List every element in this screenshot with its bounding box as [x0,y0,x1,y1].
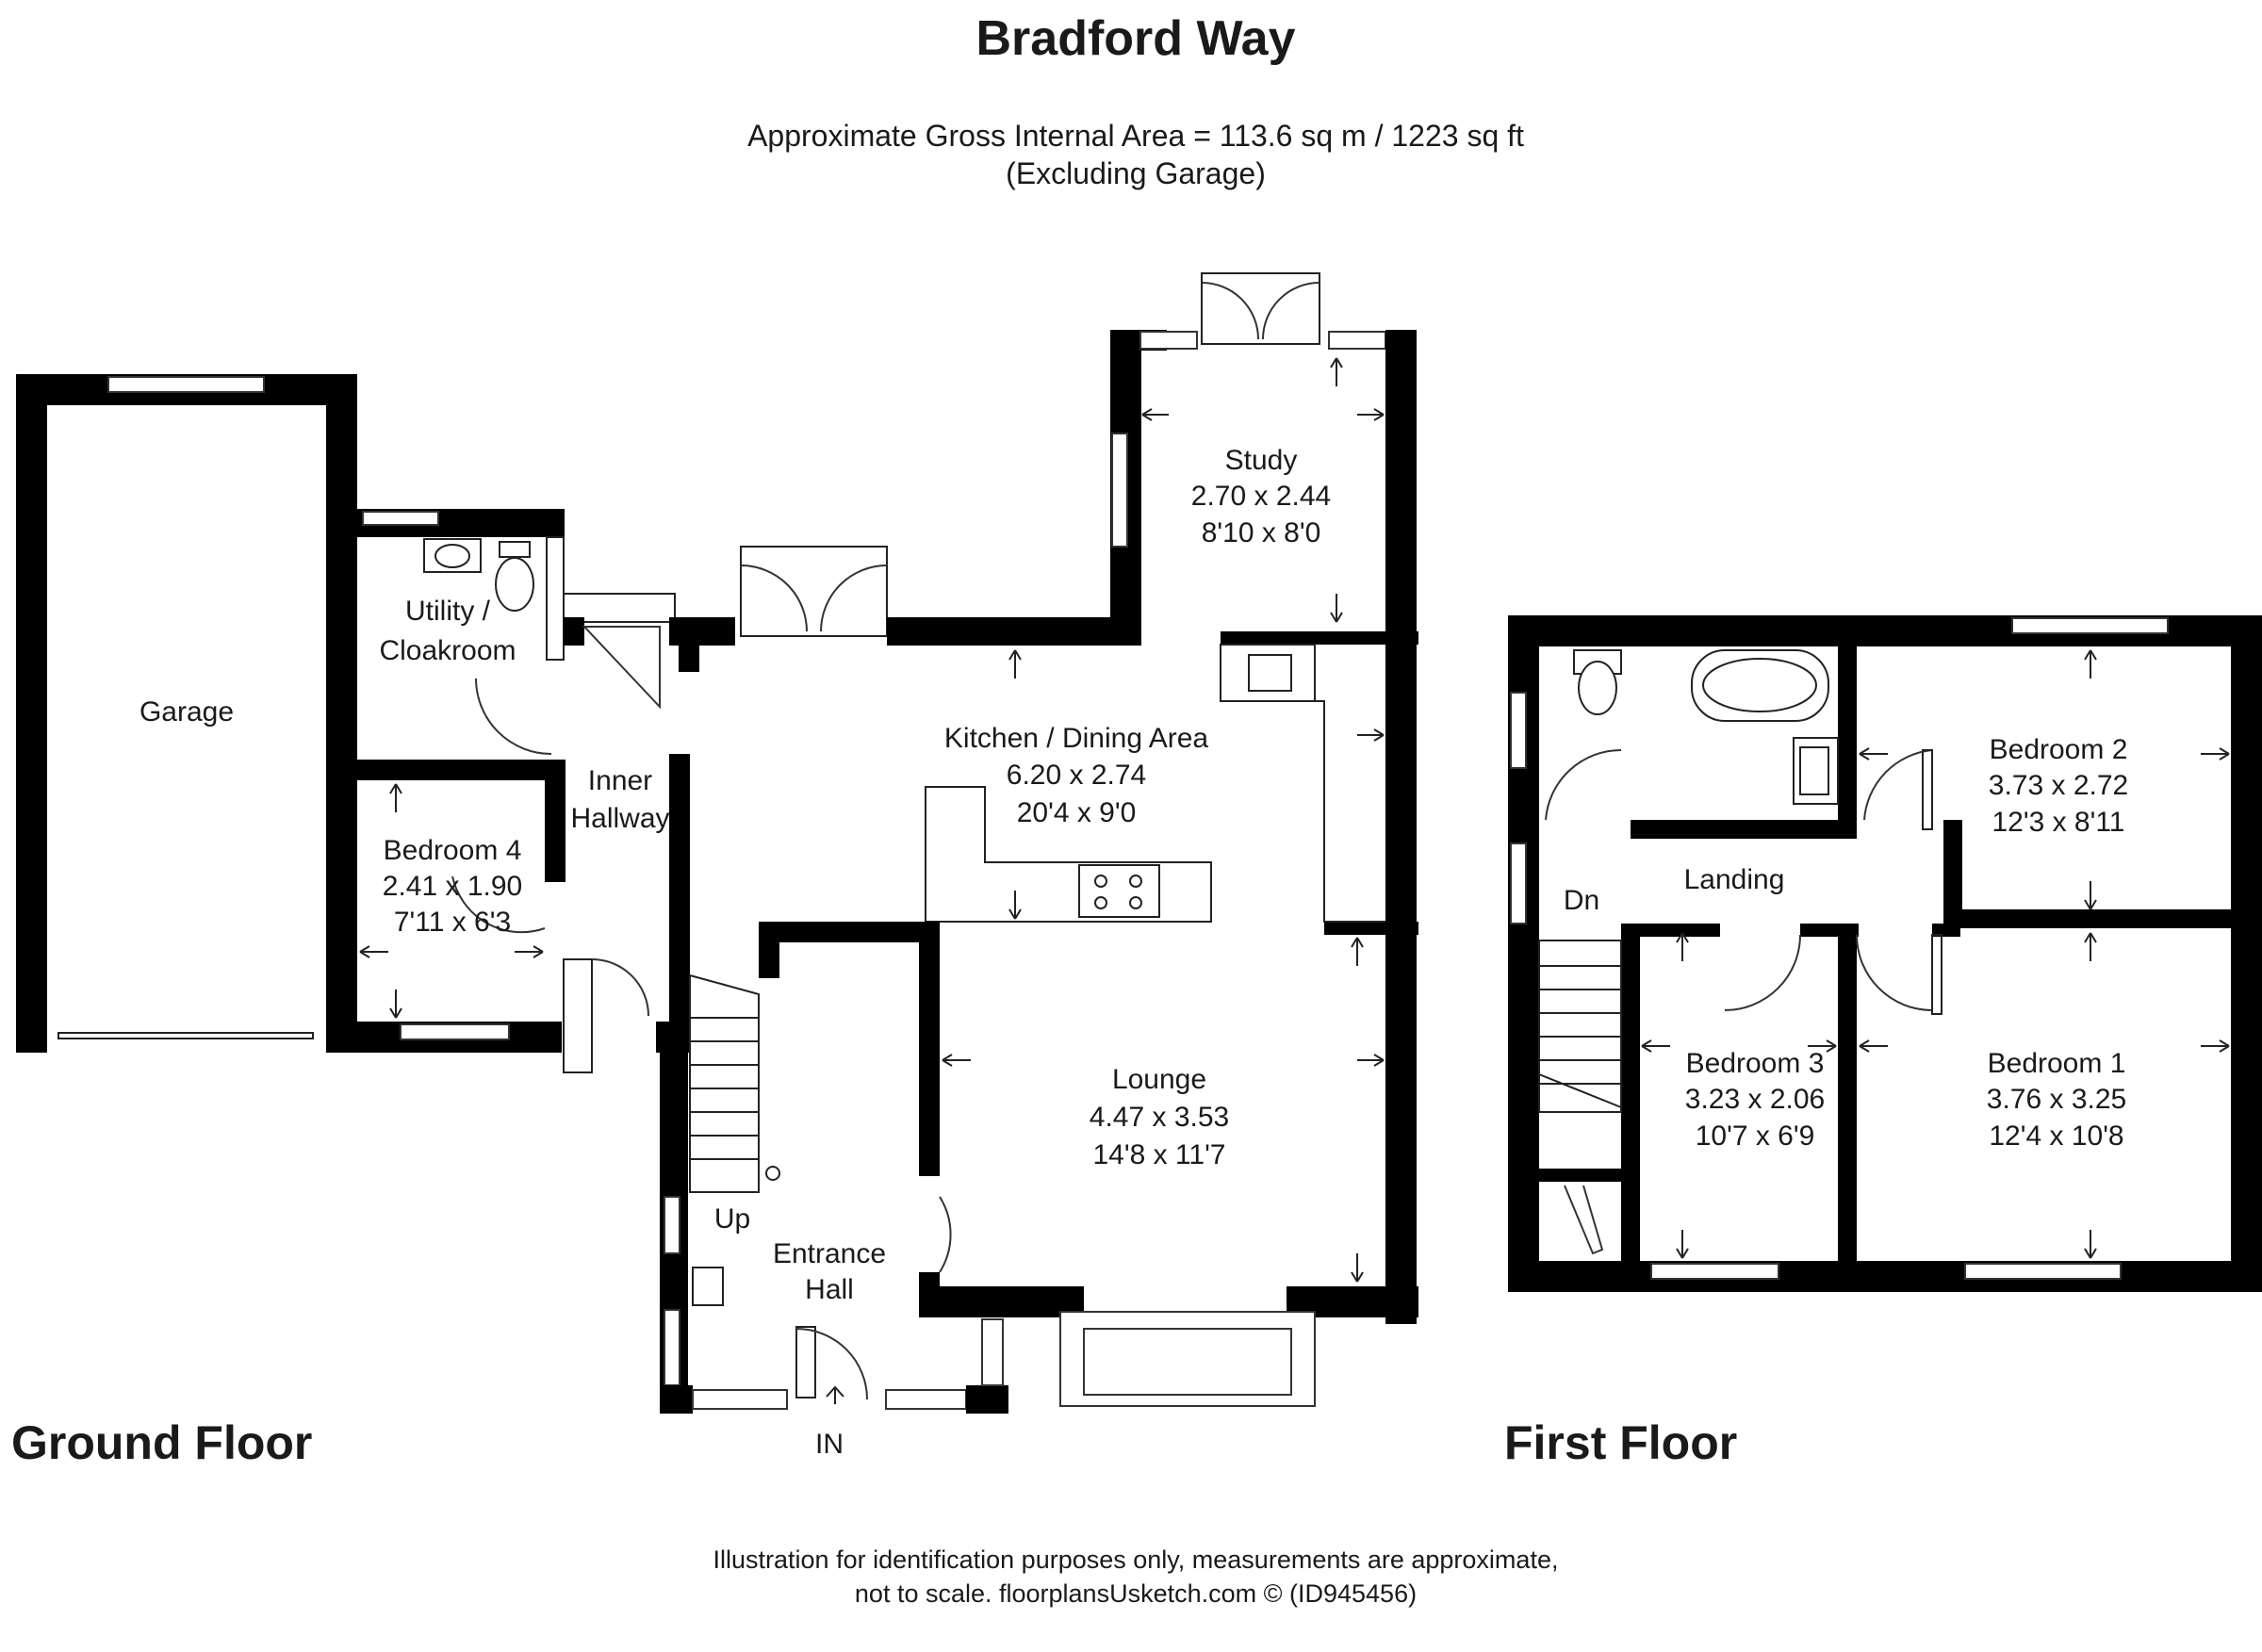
cupboard-door-icon [1564,1185,1604,1255]
bedroom1-metric: 3.76 x 3.25 [1987,1084,2126,1115]
utility-window [362,511,439,526]
study-metric: 2.70 x 2.44 [1191,481,1331,512]
bedroom2-window [2011,617,2169,634]
stairs-down-label: Dn [1564,885,1599,916]
entry-label: IN [815,1429,844,1460]
landing-window [1510,842,1527,924]
entrance-window-left [664,1196,680,1254]
bathroom-window [1510,692,1527,769]
bedroom3-window [1650,1263,1779,1280]
inner-hallway-walls [475,593,690,1073]
first-floor-walls [1508,615,2262,1292]
lounge-name: Lounge [1112,1064,1206,1095]
inner-hallway-label-line2: Hallway [570,803,669,834]
study-window-left [1111,433,1128,548]
utility-door-icon [582,626,661,710]
first-floor-label: First Floor [1504,1416,1737,1469]
hallway-door-icon [591,958,649,1017]
ground-floor-label: Ground Floor [11,1416,312,1469]
bedroom1-name: Bedroom 1 [1988,1048,2126,1079]
hob-icon [1078,864,1160,918]
landing-label: Landing [1684,864,1785,895]
study-name: Study [1225,445,1298,476]
entrance-window-bottom-left [692,1389,788,1410]
front-door-icon [795,1326,816,1398]
bedroom4-door-icon [451,875,546,934]
entrance-window-right [981,1318,1004,1386]
entrance-window-left-lower [664,1309,680,1386]
bedroom3-imperial: 10'7 x 6'9 [1696,1120,1815,1152]
bedroom4-name: Bedroom 4 [384,835,522,866]
utility-label-line2: Cloakroom [379,635,516,666]
bedroom1-imperial: 12'4 x 10'8 [1989,1120,2123,1152]
bedroom4-imperial: 7'11 x 6'3 [394,907,511,938]
first-floor-doors [1545,748,1942,1255]
garage-window [107,376,265,393]
entry-arrow-icon [826,1385,844,1404]
ground-dimension-arrows [359,357,1385,1283]
bedroom3-door-icon [1724,934,1801,1011]
utility-label-line1: Utility / [405,596,491,627]
bedroom2-metric: 3.73 x 2.72 [1989,770,2128,801]
bedroom3-name: Bedroom 3 [1686,1048,1825,1079]
bedroom4-walls [326,760,566,1053]
bedroom4-metric: 2.41 x 1.90 [383,871,522,902]
bedroom3-metric: 3.23 x 2.06 [1685,1084,1825,1115]
plan-title: Bradford Way [976,11,1296,66]
first-dimension-arrows [1641,649,2230,1259]
disclaimer-line2: not to scale. floorplansUsketch.com © (I… [855,1579,1417,1608]
utility-swing-icon [475,678,552,755]
study-window-top-left [1139,331,1198,350]
first-floor-plan: Bedroom 2 3.73 x 2.72 12'3 x 8'11 Landin… [1504,615,2262,1469]
stairs-up-label: Up [714,1203,750,1235]
bedroom1-door-icon [1856,934,1933,1011]
ground-stairs [689,973,780,1193]
kitchen-imperial: 20'4 x 9'0 [1017,797,1137,828]
bathroom-door-icon [1545,748,1622,821]
first-floor-stairs [1538,940,1622,1113]
kitchen-french-door-icon [740,546,888,637]
entrance-label-line2: Hall [805,1274,854,1305]
lounge-entrance-walls [660,922,1418,1414]
lounge-door-icon [939,1196,952,1273]
entrance-label-line1: Entrance [773,1238,886,1269]
bedroom1-window [1964,1263,2122,1280]
kitchen-fittings [925,644,1385,923]
kitchen-metric: 6.20 x 2.74 [1007,760,1146,791]
study-french-door-icon [1201,272,1320,345]
garage-door-icon [57,1032,314,1039]
lounge-imperial: 14'8 x 11'7 [1092,1139,1225,1170]
bedroom2-door-icon [1863,749,1933,821]
bathroom-fittings [1573,649,1839,805]
entrance-window-bottom-right [885,1389,967,1410]
garage-walls [16,374,357,1053]
lounge-metric: 4.47 x 3.53 [1090,1102,1229,1133]
garage-label: Garage [139,696,234,728]
bedroom2-name: Bedroom 2 [1990,734,2128,765]
bedroom2-imperial: 12'3 x 8'11 [1992,807,2124,838]
disclaimer-line1: Illustration for identification purposes… [713,1546,1559,1574]
inner-hallway-label-line1: Inner [588,765,652,796]
study-window-top-right [1328,331,1386,350]
bedroom4-window [400,1023,510,1040]
utility-toilet-icon [499,541,531,558]
kitchen-name: Kitchen / Dining Area [944,723,1208,754]
ground-floor-plan: Garage Utility / Cloakroom Inner Hallway… [11,272,1418,1469]
kitchen-study-walls [669,272,1418,1324]
area-note: (Excluding Garage) [1006,156,1266,190]
study-imperial: 8'10 x 8'0 [1202,517,1321,548]
area-line: Approximate Gross Internal Area = 113.6 … [747,119,1524,153]
